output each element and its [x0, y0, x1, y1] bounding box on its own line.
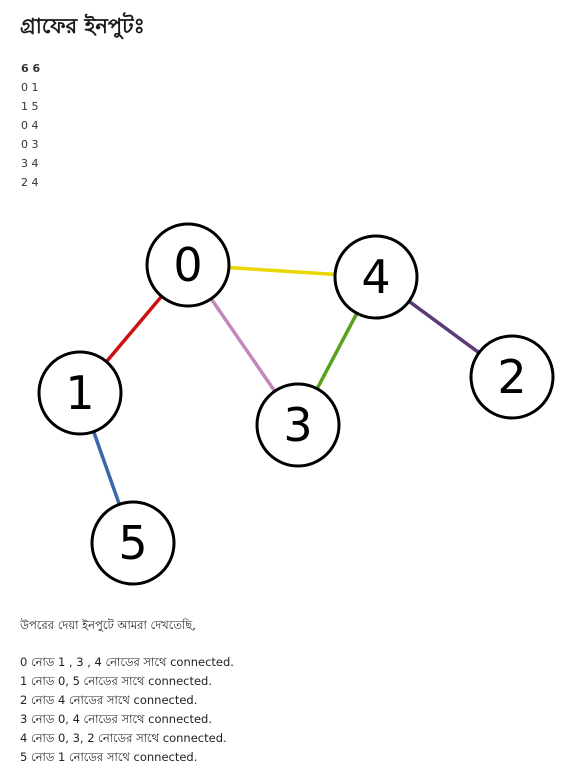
page-heading: গ্রাফের ইনপুটঃ — [20, 14, 145, 38]
input-line: 2 4 — [21, 176, 39, 189]
node-label: 0 — [173, 238, 202, 292]
input-line: 0 3 — [21, 138, 39, 151]
node-circle — [90, 500, 176, 586]
adjacency-line: 0 নোড 1 , 3 , 4 নোডের সাথে connected. — [20, 655, 234, 669]
input-line: 1 5 — [21, 100, 39, 113]
adjacency-line: 3 নোড 0, 4 নোডের সাথে connected. — [20, 712, 213, 726]
node-label: 3 — [283, 398, 312, 452]
node-3: 3 — [255, 382, 341, 468]
node-0: 0 — [145, 222, 231, 308]
node-1: 1 — [37, 350, 123, 436]
graph-input-list: 6 6 0 1 1 5 0 4 0 3 3 4 2 4 — [21, 59, 40, 192]
node-circle — [37, 350, 123, 436]
node-circle — [469, 334, 555, 420]
adjacency-line: 4 নোড 0, 3, 2 নোডের সাথে connected. — [20, 731, 227, 745]
intro-text: উপরের দেয়া ইনপুটে আমরা দেখতেছি, — [20, 618, 196, 632]
node-4: 4 — [333, 234, 419, 320]
adjacency-line: 1 নোড 0, 5 নোডের সাথে connected. — [20, 674, 213, 688]
node-circle — [145, 222, 231, 308]
graph-diagram: 0 1 2 3 4 5 — [37, 222, 555, 586]
input-line: 0 1 — [21, 81, 39, 94]
input-line: 0 4 — [21, 119, 39, 132]
adjacency-line: 2 নোড 4 নোডের সাথে connected. — [20, 693, 198, 707]
input-line: 3 4 — [21, 157, 39, 170]
adjacency-list: 0 নোড 1 , 3 , 4 নোডের সাথে connected. 1 … — [20, 653, 234, 767]
node-5: 5 — [90, 500, 176, 586]
node-label: 2 — [497, 350, 526, 404]
node-2: 2 — [469, 334, 555, 420]
input-line: 6 6 — [21, 62, 41, 75]
node-label: 1 — [65, 366, 94, 420]
graph-nodes: 0 1 2 3 4 5 — [37, 222, 555, 586]
node-label: 5 — [118, 516, 147, 570]
node-label: 4 — [361, 250, 390, 304]
adjacency-line: 5 নোড 1 নোডের সাথে connected. — [20, 750, 198, 764]
node-circle — [255, 382, 341, 468]
node-circle — [333, 234, 419, 320]
